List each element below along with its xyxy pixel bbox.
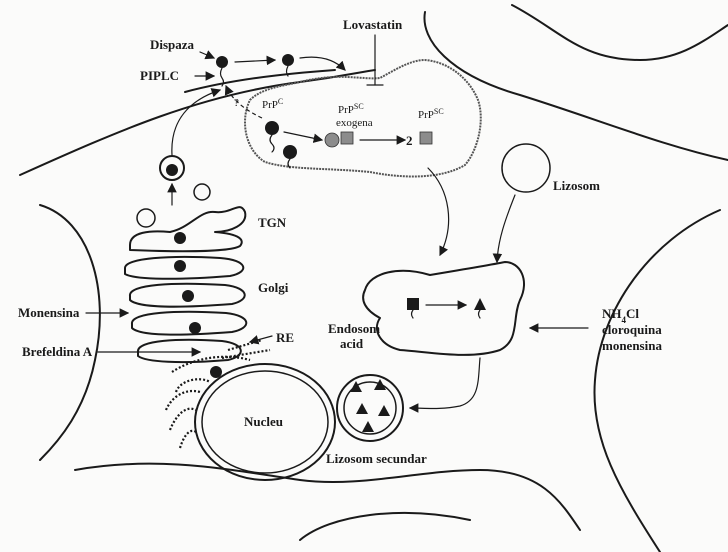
secondary-lysosome-prion-2: [374, 379, 386, 390]
secondary-lysosome-outer: [336, 374, 404, 442]
tgn-vesicle-2: [193, 183, 211, 201]
cell-outline-bottom: [74, 462, 581, 531]
arrow-prpc-convert: [283, 131, 324, 143]
er-fold-5: [164, 389, 201, 411]
er-fold-3: [171, 355, 251, 373]
cell-membrane-top-inner: [184, 69, 336, 93]
endosome-prion-triangle-tail: [477, 309, 481, 319]
prion-prpc-2: [283, 145, 297, 159]
endosome-prion-square-tail: [410, 309, 414, 319]
label-piplc: PIPLC: [140, 68, 179, 83]
arrow-lysosome-down: [492, 194, 516, 264]
secretory-vesicle-prion: [166, 164, 178, 176]
nucleus-outer: [194, 363, 336, 481]
label-nh4cl: NH4Cl: [602, 306, 639, 325]
golgi-cisterna-2: [129, 282, 246, 308]
label-question: ?: [234, 97, 239, 109]
er-fold-6: [168, 407, 197, 431]
secondary-lysosome-inner: [343, 381, 397, 435]
arrow-surface-2: [299, 56, 346, 71]
label-golgi: Golgi: [258, 280, 289, 295]
tgn-cisterna: [129, 206, 247, 253]
secondary-lysosome-prion-3: [356, 403, 368, 414]
cell-outline-left: [39, 204, 101, 461]
golgi-prion-4: [189, 322, 201, 334]
return-arrow-dashed: [224, 84, 263, 119]
label-dispaza: Dispaza: [150, 37, 195, 52]
arrow-re: [248, 335, 273, 345]
label-monensina-2: monensina: [602, 338, 662, 353]
label-monensina: Monensina: [18, 305, 80, 320]
prion-prpc-1-tail: [269, 134, 275, 153]
cell-outline-right: [593, 209, 721, 552]
acid-endosome: [362, 261, 525, 356]
endosome-prion-triangle: [474, 298, 486, 310]
prion-surface: [282, 54, 294, 66]
golgi-prion-3: [182, 290, 194, 302]
secondary-lysosome-prion-1: [350, 381, 362, 392]
label-lovastatin: Lovastatin: [343, 17, 403, 32]
lysosome: [501, 143, 551, 193]
er-fold-7: [178, 429, 197, 449]
label-nucleu: Nucleu: [244, 414, 283, 429]
arrow-dispaza: [199, 50, 216, 60]
prion-exogena-square: [340, 131, 354, 145]
secretory-vesicle: [159, 155, 185, 181]
tgn-vesicle-1: [136, 208, 156, 228]
cell-membrane-top: [19, 69, 376, 176]
arrow-exocytosis: [171, 88, 222, 156]
label-lizosom: Lizosom: [553, 178, 600, 193]
prion-prpc-2-tail: [287, 158, 291, 169]
arrow-caveola-to-endosome: [427, 167, 450, 257]
golgi-cisterna-1: [124, 255, 245, 280]
golgi-cisterna-4: [137, 338, 242, 364]
label-exogena: exogena: [336, 117, 373, 129]
cell-outline-top-right: [423, 11, 728, 161]
label-lizosom-secundar: Lizosom secundar: [326, 451, 427, 466]
secondary-lysosome-prion-4: [378, 405, 390, 416]
prion-prpsc-square: [419, 131, 433, 145]
prion-surface-tail: [285, 65, 289, 77]
cell-outline-bottom-left: [299, 512, 471, 541]
golgi-cisterna-3: [131, 310, 248, 336]
label-brefeldina: Brefeldina A: [22, 344, 93, 359]
caveola-region: [244, 58, 482, 178]
er-fold-4: [174, 378, 211, 393]
arrow-endosome-to-secondary: [408, 357, 481, 413]
prion-dispaza: [216, 56, 228, 68]
label-acid: acid: [340, 336, 364, 351]
golgi-prion-2: [174, 260, 186, 272]
er-prion: [210, 366, 222, 378]
arrow-surface-1: [234, 55, 277, 66]
label-prpsc-exogena: PrPSC: [338, 102, 364, 117]
label-prpsc-2: PrPSC: [418, 107, 444, 122]
er-fold-1: [227, 338, 263, 352]
label-cloroquina: cloroquina: [602, 322, 662, 337]
golgi-prion-1: [174, 232, 186, 244]
prion-prpc-1: [265, 121, 279, 135]
label-prpc: PrPC: [262, 97, 283, 112]
nucleus-inner: [201, 370, 329, 474]
label-re: RE: [276, 330, 294, 345]
endosome-prion-square: [407, 298, 419, 310]
secondary-lysosome-prion-5: [362, 421, 374, 432]
prion-exogena-sphere: [324, 132, 340, 148]
label-tgn: TGN: [258, 215, 287, 230]
label-endosom: Endosom: [328, 321, 380, 336]
cell-outline-top-far-right: [511, 4, 728, 61]
prion-dispaza-tail: [219, 67, 225, 87]
label-num2: 2: [406, 133, 413, 148]
